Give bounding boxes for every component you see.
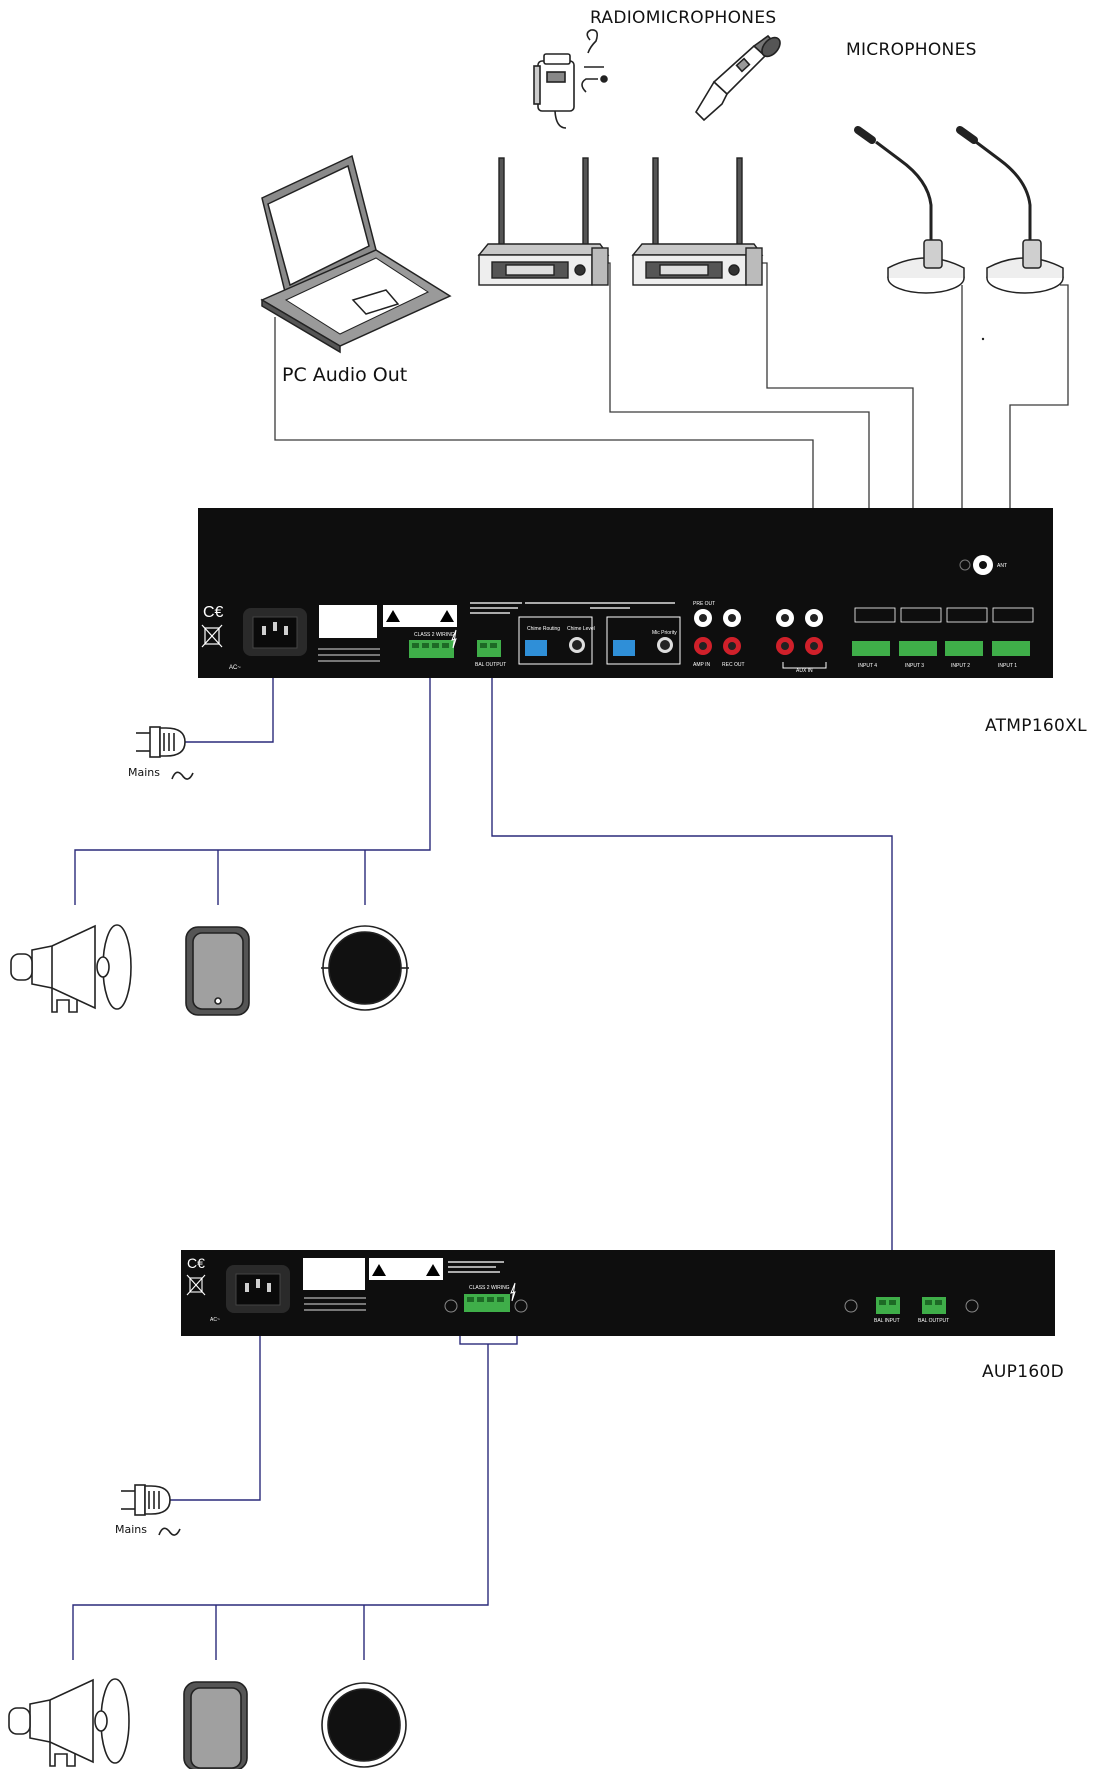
aup160d-rear-panel: C€ AC~ CLASS 2 WIRING [181, 1250, 1055, 1336]
aup-bal-input-terminal [876, 1297, 900, 1314]
chime-section-box [518, 616, 593, 665]
aux-in-rca-jacks [776, 609, 823, 655]
caution-label [383, 605, 457, 627]
horn-speaker-icon-2 [8, 1678, 130, 1767]
amp-in-label: AMP IN [693, 662, 711, 668]
aup-iec-power-inlet [226, 1265, 290, 1313]
input-3-label: INPUT 3 [905, 663, 924, 669]
antenna-connector: ANT [959, 555, 1007, 575]
aup-weee-icon [186, 1274, 206, 1296]
rec-out-label: REC OUT [722, 662, 745, 668]
aux-in-label: AUX IN [796, 668, 813, 674]
horn-speaker-icon-1 [10, 924, 132, 1013]
weee-icon [201, 624, 223, 648]
mains-plug-icon-bottom [121, 1484, 181, 1536]
wireless-receiver-2 [631, 157, 764, 286]
mains-label-top: Mains [128, 766, 160, 779]
mains-plug-icon-top [136, 726, 194, 780]
atmp-bal-output-label: BAL OUTPUT [475, 662, 506, 668]
aup-bal-input-label: BAL INPUT [874, 1318, 900, 1324]
mic-priority-label: Mic Priority [652, 630, 677, 636]
aup-caution-label [369, 1258, 443, 1280]
mic-input-terminals [852, 607, 1034, 656]
input-2-label: INPUT 2 [951, 663, 970, 669]
radiomicrophones-label: RADIOMICROPHONES [590, 8, 777, 28]
handheld-wireless-mic-icon [694, 34, 781, 122]
aup-speaker-terminal [464, 1294, 510, 1312]
aup-bal-output-label: BAL OUTPUT [918, 1318, 949, 1324]
aup-ac-label: AC~ [210, 1317, 220, 1323]
input-4-label: INPUT 4 [858, 663, 877, 669]
aup-model-label: AUP160D [982, 1362, 1064, 1382]
input-1-label: INPUT 1 [998, 663, 1017, 669]
ceiling-speaker-icon-2 [321, 1682, 407, 1768]
box-speaker-icon-2 [183, 1681, 248, 1769]
pc-audio-out-label: PC Audio Out [282, 364, 408, 386]
atmp-model-label: ATMP160XL [985, 716, 1087, 736]
aup-class2-label: CLASS 2 WIRING [469, 1285, 510, 1291]
microphones-label: MICROPHONES [846, 40, 977, 60]
atmp160xl-rear-panel: C€ AC~ CLASS 2 WIRING [198, 508, 1053, 678]
serial-label-plate [319, 605, 377, 638]
iec-power-inlet [243, 608, 307, 656]
gooseneck-mic-2 [956, 126, 1064, 294]
wireless-receiver-1 [477, 157, 610, 286]
pre-out-label: PRE OUT [693, 601, 715, 607]
pre-out-rca-jacks [694, 609, 741, 655]
ant-label: ANT [997, 563, 1007, 569]
priority-section-box [606, 616, 681, 665]
laptop-icon [260, 154, 452, 354]
speaker-wires [72, 655, 893, 1660]
gooseneck-mic-1 [854, 126, 965, 294]
ceiling-speaker-icon-1 [321, 925, 409, 1011]
bodypack-transmitter-icon [533, 29, 608, 129]
chime-dip-switch [525, 640, 547, 656]
mains-label-bottom: Mains [115, 1523, 147, 1536]
priority-dip-switch [613, 640, 635, 656]
atmp-class2-label: CLASS 2 WIRING [414, 632, 455, 638]
box-speaker-icon-1 [185, 926, 250, 1016]
atmp-ac-label: AC~ [229, 665, 241, 671]
atmp-speaker-terminal [409, 640, 454, 658]
aup-serial-label-plate [303, 1258, 365, 1290]
atmp-bal-output-terminal [477, 640, 501, 657]
chime-routing-label: Chime Routing [527, 626, 560, 632]
aup-bal-output-terminal [922, 1297, 946, 1314]
chime-level-label: Chime Level [567, 626, 595, 632]
ce-mark: C€ [203, 604, 224, 621]
aup-ce-mark: C€ [187, 1255, 205, 1271]
